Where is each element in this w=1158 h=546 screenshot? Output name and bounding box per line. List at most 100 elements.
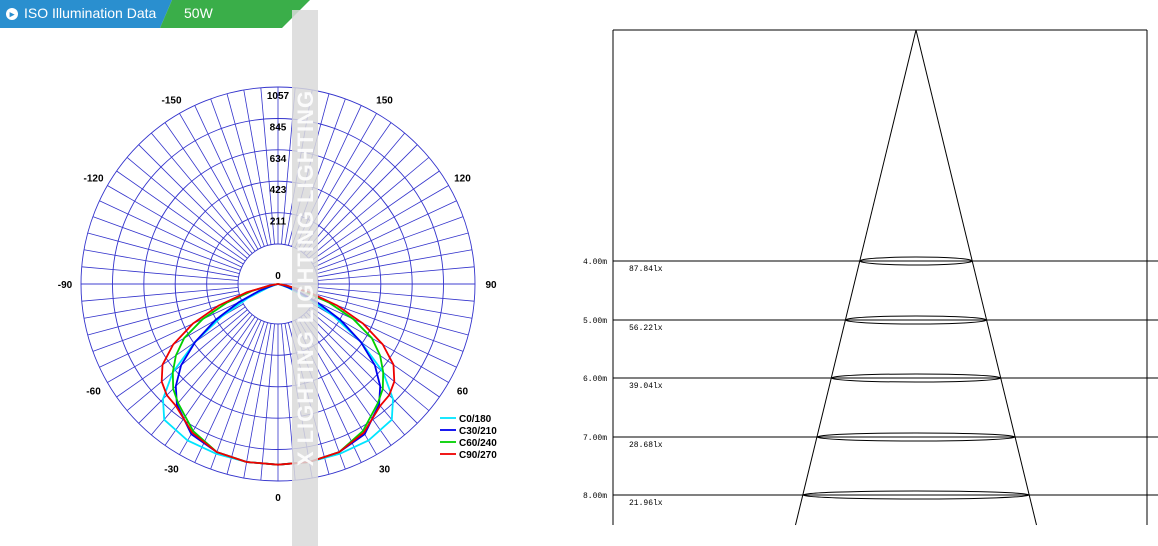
polar-ring xyxy=(237,243,319,325)
polar-spoke xyxy=(92,216,241,271)
cone-lux-label: 21.96lx xyxy=(629,499,663,508)
cone-height-label: 7.00m xyxy=(583,434,607,443)
cone-lux-label: 87.84lx xyxy=(629,265,663,274)
polar-spoke xyxy=(243,323,272,479)
polar-spoke xyxy=(306,144,418,256)
polar-spoke xyxy=(226,93,269,246)
polar-ring xyxy=(112,118,444,450)
radial-tick-label: 1057 xyxy=(267,91,290,102)
legend-label: C90/270 xyxy=(459,450,497,461)
polar-spoke xyxy=(315,216,464,271)
polar-spoke xyxy=(116,306,246,398)
chevron-right-icon: ▸ xyxy=(6,8,18,20)
polar-ring xyxy=(206,212,350,356)
cone-height-label: 8.00m xyxy=(583,492,607,501)
angle-label: -150 xyxy=(161,96,181,107)
polar-spoke xyxy=(317,249,473,278)
polar-spoke xyxy=(126,157,248,259)
angle-label: 90 xyxy=(485,280,497,291)
polar-spoke xyxy=(138,312,250,424)
polar-spoke xyxy=(308,157,430,259)
curve-C90-270 xyxy=(160,283,396,466)
banner-green-segment xyxy=(160,0,310,28)
header-banner: ▸ ISO Illumination Data 50W xyxy=(0,0,310,28)
polar-spoke xyxy=(107,185,244,265)
polar-spoke xyxy=(317,266,475,281)
polar-spoke xyxy=(116,170,246,262)
banner-shape xyxy=(0,0,310,28)
polar-spoke xyxy=(314,200,457,268)
legend-label: C60/240 xyxy=(459,438,497,449)
polar-spoke xyxy=(312,185,449,265)
radial-tick-label: 211 xyxy=(270,217,287,228)
angle-label: -60 xyxy=(86,387,101,398)
polar-spoke xyxy=(308,309,430,411)
polar-spoke xyxy=(303,132,405,254)
radial-tick-label: 0 xyxy=(275,271,281,282)
cone-row: 8.00m 21.96lx xyxy=(583,490,1158,508)
polar-spoke xyxy=(87,293,240,336)
cone-edge-left xyxy=(795,29,917,526)
polar-spoke xyxy=(260,87,275,245)
watermark-band xyxy=(292,10,318,546)
banner-power: 50W xyxy=(184,5,213,21)
banner-blue-segment xyxy=(0,0,172,28)
polar-spoke xyxy=(151,132,253,254)
cone-ellipse xyxy=(830,373,1002,383)
cone-lux-label: 28.68lx xyxy=(629,441,663,450)
angle-label: 60 xyxy=(457,387,469,398)
polar-ring xyxy=(143,149,413,419)
polar-spoke xyxy=(317,287,475,302)
cone-height-label: 4.00m xyxy=(583,258,607,267)
radial-tick-label: 634 xyxy=(270,154,287,165)
polar-spoke xyxy=(316,232,469,275)
cone-lux-label: 56.22lx xyxy=(629,324,663,333)
angle-label: 30 xyxy=(379,464,391,475)
polar-spoke xyxy=(210,98,265,247)
polar-spoke xyxy=(210,321,265,470)
polar-spoke xyxy=(317,290,473,319)
legend-label: C30/210 xyxy=(459,426,497,437)
radial-tick-label: 423 xyxy=(270,185,287,196)
polar-spoke xyxy=(164,122,256,252)
polar-spoke xyxy=(81,266,239,281)
polar-spoke xyxy=(164,316,256,446)
polar-spoke xyxy=(87,232,240,275)
cone-ellipse xyxy=(859,256,973,266)
polar-spoke xyxy=(226,322,269,475)
polar-spoke xyxy=(243,89,272,245)
cone-row: 4.00m 87.84lx xyxy=(583,256,1158,274)
cone-ellipse xyxy=(802,490,1030,500)
angle-label: 120 xyxy=(454,174,471,185)
polar-spoke xyxy=(138,144,250,256)
polar-spoke xyxy=(194,105,262,248)
angle-label: 150 xyxy=(376,96,393,107)
polar-spoke xyxy=(83,249,239,278)
polar-spoke xyxy=(99,200,242,268)
polar-spoke xyxy=(179,113,259,250)
polar-spoke xyxy=(151,314,253,436)
polar-spoke xyxy=(303,314,405,436)
polar-spoke xyxy=(126,309,248,411)
angle-label: -120 xyxy=(84,174,104,185)
banner-title: ISO Illumination Data xyxy=(24,5,157,21)
cone-row: 7.00m 28.68lx xyxy=(583,432,1158,450)
polar-spoke xyxy=(99,300,242,368)
polar-spoke xyxy=(194,320,262,463)
cone-edge-right xyxy=(915,29,1037,526)
angle-label: -30 xyxy=(164,464,179,475)
radial-tick-label: 845 xyxy=(270,122,287,133)
polar-spoke xyxy=(310,306,440,398)
polar-spoke xyxy=(316,293,469,336)
legend-label: C0/180 xyxy=(459,414,492,425)
polar-ring xyxy=(80,86,476,482)
cone-frame xyxy=(612,29,1148,525)
angle-label: -90 xyxy=(58,280,73,291)
polar-spoke xyxy=(310,170,440,262)
cone-ellipse xyxy=(816,432,1016,442)
polar-spoke xyxy=(260,323,275,481)
